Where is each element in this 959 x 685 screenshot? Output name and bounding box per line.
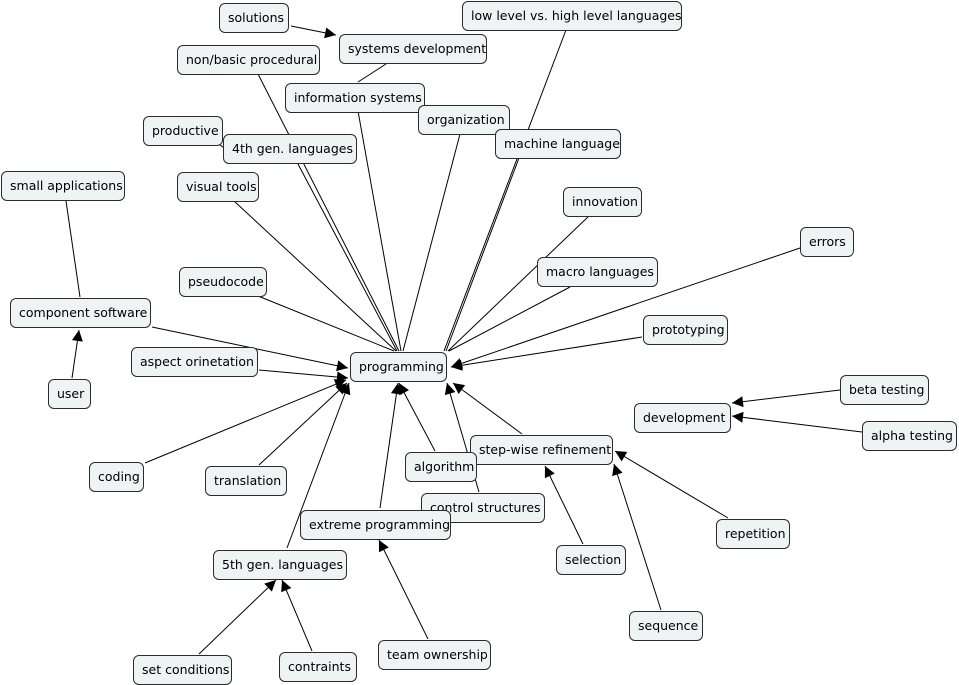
connector-aspect_orinetation-to-programming — [258, 369, 349, 379]
node-component-software[interactable]: component software — [10, 298, 151, 328]
arrowhead-component_software-to-programming — [336, 360, 348, 372]
arrowhead-algorithm-to-programming — [399, 383, 410, 396]
connector-innovation-to-programming — [447, 214, 591, 352]
connector-non_basic-to-programming — [257, 73, 400, 352]
node-systems-development[interactable]: systems development — [339, 34, 487, 64]
connector-sequence-to-step_wise — [613, 463, 662, 611]
node-machine-language[interactable]: machine language — [495, 129, 621, 159]
node-user[interactable]: user — [48, 379, 91, 409]
connector-step_wise-to-programming — [452, 382, 523, 435]
node-productive[interactable]: productive — [143, 116, 223, 146]
connector-macro_languages-to-programming — [448, 286, 571, 352]
connector-alpha_testing-to-development — [731, 415, 863, 433]
connector-repetition-to-step_wise — [614, 450, 729, 519]
node-low-high[interactable]: low level vs. high level languages — [462, 1, 682, 31]
node-programming[interactable]: programming — [350, 352, 447, 382]
node-macro-languages[interactable]: macro languages — [537, 257, 658, 287]
node-alpha-testing[interactable]: alpha testing — [862, 421, 957, 451]
node-fifth-gen[interactable]: 5th gen. languages — [213, 550, 347, 580]
arrowhead-step_wise-to-programming — [453, 383, 466, 394]
node-pseudocode[interactable]: pseudocode — [179, 267, 267, 297]
connector-coding-to-programming — [144, 379, 347, 464]
node-extreme-programming[interactable]: extreme programming — [300, 510, 451, 540]
node-contraints[interactable]: contraints — [279, 652, 357, 682]
node-sequence[interactable]: sequence — [629, 611, 703, 641]
arrowhead-extreme_programming-to-programming — [390, 383, 402, 395]
node-prototyping[interactable]: prototyping — [643, 315, 728, 345]
node-translation[interactable]: translation — [205, 466, 287, 496]
arrowhead-coding-to-programming — [333, 379, 346, 390]
arrowhead-solutions-to-systems_development — [324, 27, 336, 39]
arrowhead-repetition-to-step_wise — [615, 451, 628, 462]
node-small-applications[interactable]: small applications — [1, 171, 125, 201]
connector-systems_development-to-information_systems — [357, 63, 387, 83]
connector-set_conditions-to-fifth_gen — [198, 579, 277, 655]
node-visual-tools[interactable]: visual tools — [177, 172, 259, 202]
node-step-wise[interactable]: step-wise refinement — [470, 435, 613, 465]
arrowhead-translation-to-programming — [335, 383, 347, 395]
node-algorithm[interactable]: algorithm — [405, 452, 477, 482]
connector-prototyping-to-programming — [450, 336, 643, 368]
arrowhead-sequence-to-step_wise — [612, 464, 623, 477]
node-errors[interactable]: errors — [800, 227, 854, 257]
node-selection[interactable]: selection — [556, 545, 626, 575]
arrowhead-alpha_testing-to-development — [732, 411, 744, 423]
arrowhead-prototyping-to-programming — [451, 359, 463, 371]
node-set-conditions[interactable]: set conditions — [133, 655, 232, 685]
node-solutions[interactable]: solutions — [219, 3, 289, 33]
connector-machine_language-to-programming — [445, 157, 520, 352]
connector-low_high-to-programming — [443, 29, 567, 352]
node-organization[interactable]: organization — [418, 105, 510, 135]
node-coding[interactable]: coding — [89, 462, 144, 492]
arrowhead-contraints-to-fifth_gen — [281, 580, 292, 593]
connector-visual_tools-to-programming — [233, 200, 397, 352]
connector-fourth_gen-to-programming — [297, 163, 398, 352]
node-repetition[interactable]: repetition — [716, 519, 790, 549]
arrowhead-set_conditions-to-fifth_gen — [264, 580, 276, 592]
node-non-basic[interactable]: non/basic procedural — [177, 45, 320, 75]
connector-contraints-to-fifth_gen — [281, 579, 313, 652]
connector-beta_testing-to-development — [731, 389, 841, 404]
node-information-systems[interactable]: information systems — [285, 83, 425, 113]
arrowhead-fifth_gen-to-programming — [339, 383, 351, 396]
connector-pseudocode-to-programming — [257, 295, 395, 352]
connector-translation-to-programming — [258, 382, 348, 466]
node-beta-testing[interactable]: beta testing — [840, 375, 929, 405]
connector-team_ownership-to-extreme_programming — [378, 539, 429, 640]
arrowhead-team_ownership-to-extreme_programming — [378, 540, 389, 553]
arrowhead-control_structures-to-programming — [444, 383, 456, 396]
connector-errors-to-programming — [450, 247, 801, 368]
node-innovation[interactable]: innovation — [563, 187, 642, 217]
arrowhead-selection-to-step_wise — [544, 466, 555, 479]
arrowhead-user-to-component_software — [71, 330, 83, 342]
connector-organization-to-programming — [402, 133, 461, 352]
arrowhead-beta_testing-to-development — [732, 396, 744, 408]
node-development[interactable]: development — [634, 403, 731, 433]
node-aspect-orinetation[interactable]: aspect orinetation — [131, 347, 258, 377]
connector-fifth_gen-to-programming — [286, 382, 350, 549]
connector-algorithm-to-programming — [398, 382, 436, 452]
node-fourth-gen[interactable]: 4th gen. languages — [223, 134, 357, 164]
connector-small_applications-to-component_software — [65, 200, 81, 298]
connector-information_systems-to-programming — [357, 110, 402, 352]
connector-selection-to-step_wise — [544, 465, 584, 545]
node-team-ownership[interactable]: team ownership — [378, 640, 491, 670]
connector-extreme_programming-to-programming — [379, 382, 399, 509]
